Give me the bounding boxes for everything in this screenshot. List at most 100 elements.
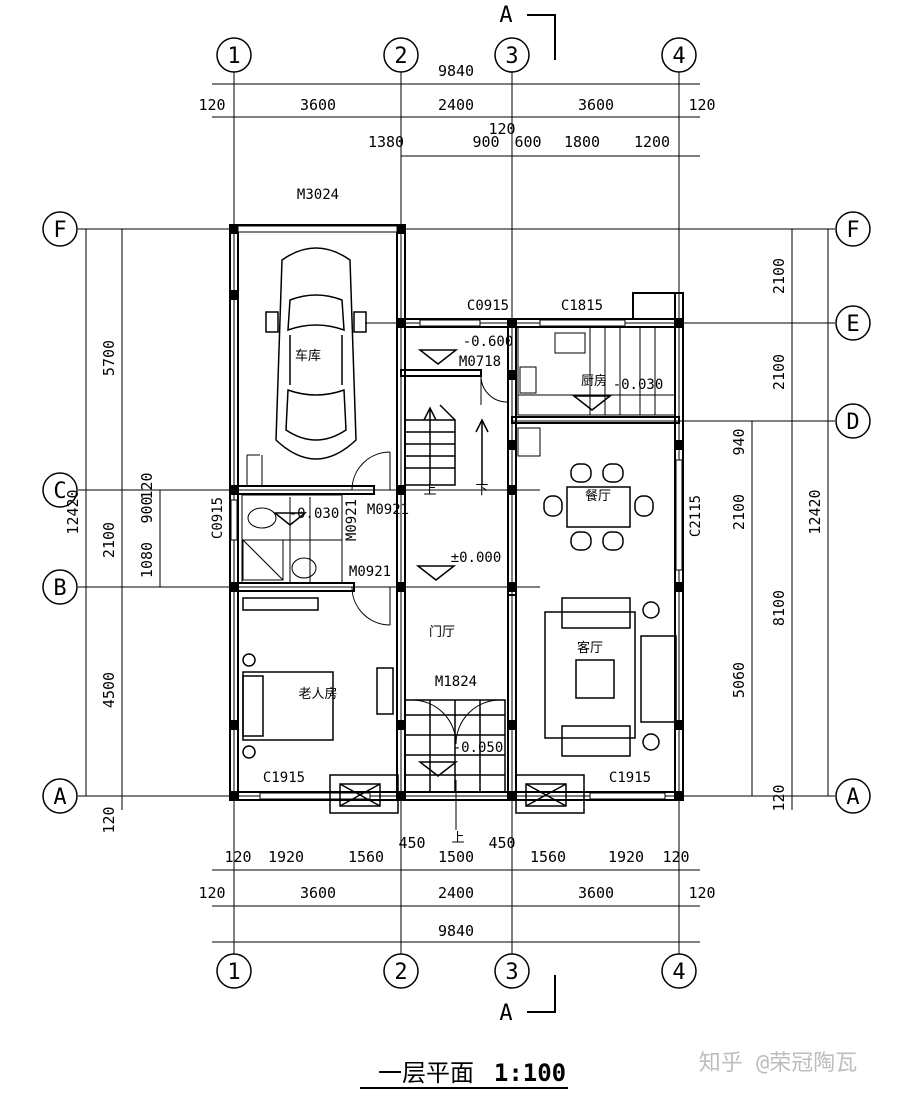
car-icon [265, 247, 367, 460]
dim-bot2-b: 3600 [300, 884, 336, 902]
axis-label-2-top: 2 [394, 44, 407, 69]
dim-bot1-i: 120 [662, 848, 689, 866]
dim-right-12420: 12420 [806, 489, 824, 534]
axis-label-4-top: 4 [672, 44, 685, 69]
dim-top1-c: 2400 [438, 96, 474, 114]
stair-up-label: 上 [423, 483, 436, 498]
axis-label-a-left: A [53, 785, 66, 810]
level-stair: -0.600 [463, 334, 514, 350]
dim-bot1-b: 1920 [268, 848, 304, 866]
columns [229, 224, 684, 801]
level-kitchen: -0.030 [613, 377, 664, 393]
stair-down-label: 下 [475, 483, 488, 498]
dim-top2-f: 1200 [634, 133, 670, 151]
dim-bot1-g: 1560 [530, 848, 566, 866]
dim-top1-a: 120 [198, 96, 225, 114]
axis-label-3-top: 3 [505, 44, 518, 69]
dim-top2-a: 1380 [368, 133, 404, 151]
dim-left-120-top: 120 [138, 472, 156, 499]
label-m0921-vert: M0921 [344, 499, 360, 541]
label-m1824: M1824 [435, 674, 477, 690]
dim-bottom-total: 9840 [438, 922, 474, 940]
room-label-elder: 老人房 [298, 686, 337, 702]
label-c1915-right: C1915 [609, 770, 651, 786]
level-markers [272, 349, 613, 777]
label-c1915-left: C1915 [263, 770, 305, 786]
dim-top2-c: 900 [472, 133, 499, 151]
level-main: ±0.000 [451, 550, 502, 566]
dim-bot1-c: 1560 [348, 848, 384, 866]
dim-bot2-e: 120 [688, 884, 715, 902]
dim-right-2100-b: 2100 [770, 354, 788, 390]
section-letter-top: A [499, 3, 512, 28]
drawing-title: 一层平面 [378, 1059, 474, 1087]
dim-left-5700: 5700 [100, 340, 118, 376]
room-label-kitchen: 厨房 [581, 373, 607, 389]
axis-label-d-right: D [846, 410, 859, 435]
dim-right-2100-a: 2100 [770, 258, 788, 294]
axis-label-c-left: C [53, 479, 66, 504]
drawing-scale: 1:100 [494, 1059, 566, 1087]
label-m0921-c: M0921 [349, 564, 391, 580]
label-c1815: C1815 [561, 298, 603, 314]
door-swings [246, 375, 508, 745]
dim-left-900: 900 [138, 496, 156, 523]
axis-label-f-left: F [53, 218, 66, 243]
label-m3024: M3024 [297, 187, 339, 203]
entry-up-label: 上 [451, 831, 464, 846]
dim-bot1-a: 120 [224, 848, 251, 866]
dim-top2-b: 120 [488, 120, 515, 138]
level-porch: -0.050 [453, 740, 504, 756]
dim-bot1-e: 1500 [438, 848, 474, 866]
dim-left-4500: 4500 [100, 672, 118, 708]
kitchen-counter-icon [517, 326, 676, 457]
dim-bot1-h: 1920 [608, 848, 644, 866]
axis-label-a-right: A [846, 785, 859, 810]
dim-bot1-d: 450 [398, 834, 425, 852]
dim-bot2-d: 3600 [578, 884, 614, 902]
dim-top1-b: 3600 [300, 96, 336, 114]
dimension-lines [85, 83, 829, 943]
dim-top1-e: 120 [688, 96, 715, 114]
dim-left-1080: 1080 [138, 542, 156, 578]
axis-label-2-bottom: 2 [394, 960, 407, 985]
dim-bot2-a: 120 [198, 884, 225, 902]
dim-top1-d: 3600 [578, 96, 614, 114]
dim-right-5060: 5060 [730, 662, 748, 698]
axis-label-e-right: E [846, 312, 859, 337]
room-label-living: 客厅 [577, 640, 603, 656]
label-c0915-left: C0915 [210, 497, 226, 539]
room-label-dining: 餐厅 [585, 488, 611, 504]
section-letter-bottom: A [499, 1001, 512, 1026]
dim-top-total: 9840 [438, 62, 474, 80]
axis-label-1-top: 1 [227, 44, 240, 69]
watermark: 知乎 @荣冠陶瓦 [699, 1051, 858, 1076]
dim-right-2100-c: 2100 [730, 494, 748, 530]
axis-bubbles [42, 37, 871, 989]
dim-left-12420: 12420 [64, 489, 82, 534]
dim-bot1-f: 450 [488, 834, 515, 852]
label-m0921-b: M0921 [367, 502, 409, 518]
windows [230, 225, 683, 800]
section-mark-lines [527, 14, 556, 1013]
label-m0718: M0718 [459, 354, 501, 370]
dining-set-icon [543, 463, 654, 551]
label-c2115: C2115 [688, 495, 704, 537]
axis-label-b-left: B [53, 576, 66, 601]
dim-top2-d: 600 [514, 133, 541, 151]
sofa-set-icon [544, 597, 677, 757]
staircase [404, 404, 489, 486]
dim-right-120: 120 [770, 784, 788, 811]
room-label-foyer: 门厅 [429, 625, 455, 640]
axis-label-1-bottom: 1 [227, 960, 240, 985]
axis-label-3-bottom: 3 [505, 960, 518, 985]
axis-label-4-bottom: 4 [672, 960, 685, 985]
bathroom-fixtures-icon [241, 494, 343, 584]
room-label-garage: 车库 [295, 348, 321, 364]
dim-right-8100: 8100 [770, 590, 788, 626]
dim-left-120-bottom: 120 [100, 806, 118, 833]
dim-bot2-c: 2400 [438, 884, 474, 902]
axis-label-f-right: F [846, 218, 859, 243]
label-c0915-top: C0915 [467, 298, 509, 314]
